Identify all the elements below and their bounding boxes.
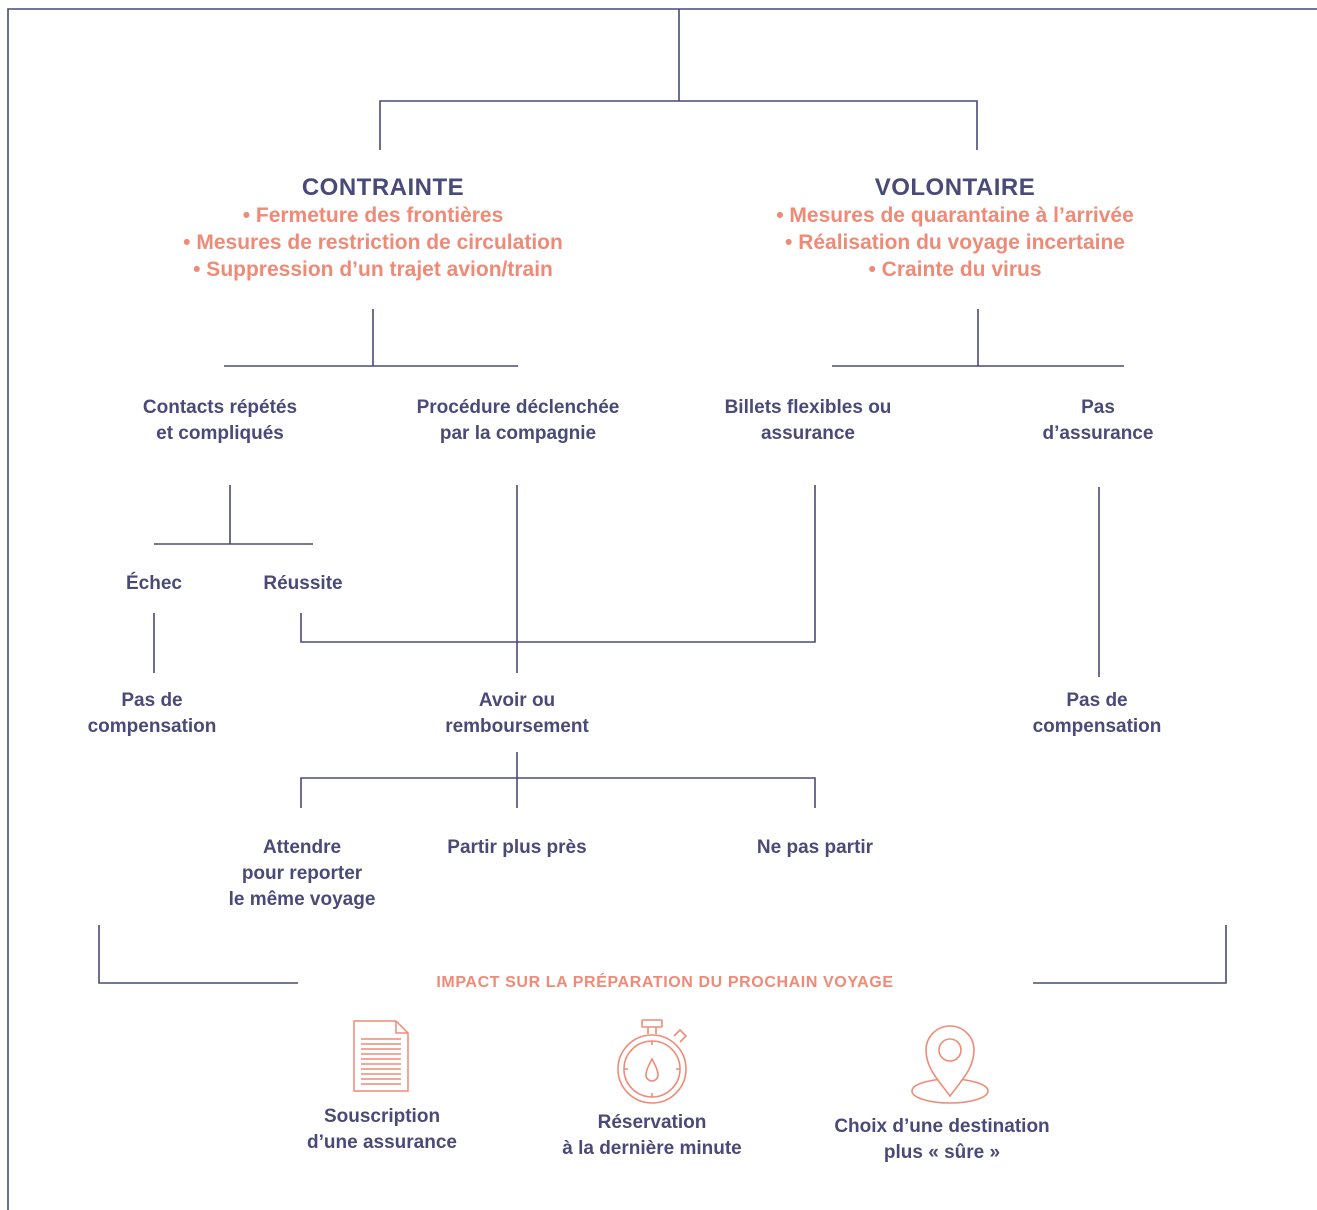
node-contacts-line-2: et compliqués xyxy=(156,423,284,444)
impact-item-assurance-line-1: Souscription xyxy=(323,1106,441,1127)
contrainte-bullet-2: • Mesures de restriction de circulation xyxy=(183,231,563,254)
root-split xyxy=(379,100,978,150)
node-pas-assurance-line-2: d’assurance xyxy=(1042,423,1154,444)
avoir-split xyxy=(300,777,816,808)
impact-item-assurance-line-2: d’une assurance xyxy=(307,1132,457,1153)
node-billets-line-1: Billets flexibles ou xyxy=(724,397,892,418)
map-pin-icon xyxy=(911,1025,989,1104)
volontaire-bullet-1: • Mesures de quarantaine à l’arrivée xyxy=(776,204,1134,227)
node-billets-line-2: assurance xyxy=(760,423,855,444)
node-attendre-line-2: pour reporter xyxy=(241,863,363,884)
document-icon xyxy=(353,1020,409,1092)
impact-item-destination-line-2: plus « sûre » xyxy=(883,1142,1001,1163)
impact-item-reservation-line-2: à la dernière minute xyxy=(562,1138,742,1159)
node-echec: Échec xyxy=(126,573,182,594)
node-attendre-line-1: Attendre xyxy=(262,837,342,858)
node-avoir-line-2: remboursement xyxy=(445,716,589,737)
node-ne-pas-partir: Ne pas partir xyxy=(756,837,874,858)
contrainte-title: CONTRAINTE xyxy=(301,174,465,201)
node-pas-compensation-right-line-1: Pas de xyxy=(1066,690,1128,711)
impact-bracket-left xyxy=(98,925,298,984)
volontaire-title: VOLONTAIRE xyxy=(874,174,1036,201)
impact-item-reservation-line-1: Réservation xyxy=(597,1112,707,1133)
volontaire-bullet-3: • Crainte du virus xyxy=(868,258,1042,281)
node-procedure-line-1: Procédure déclenchée xyxy=(416,397,620,418)
node-pas-compensation-right-line-2: compensation xyxy=(1032,716,1162,737)
node-pas-compensation-left-line-1: Pas de xyxy=(121,690,183,711)
volontaire-bullet-2: • Réalisation du voyage incertaine xyxy=(785,231,1125,254)
node-pas-compensation-left-line-2: compensation xyxy=(87,716,217,737)
stopwatch-icon xyxy=(617,1019,688,1104)
node-pas-assurance-line-1: Pas xyxy=(1081,397,1115,418)
node-reussite: Réussite xyxy=(263,573,343,594)
impact-item-destination-line-1: Choix d’une destination xyxy=(834,1116,1050,1137)
merge-line xyxy=(300,485,816,643)
node-attendre-line-3: le même voyage xyxy=(228,889,376,910)
node-avoir-line-1: Avoir ou xyxy=(478,690,556,711)
contrainte-bullet-3: • Suppression d’un trajet avion/train xyxy=(193,258,553,281)
node-procedure-line-2: par la compagnie xyxy=(439,423,597,444)
impact-bracket-right xyxy=(1033,925,1227,984)
node-partir-pres: Partir plus près xyxy=(447,837,587,858)
impact-title: IMPACT SUR LA PRÉPARATION DU PROCHAIN VO… xyxy=(436,974,894,991)
contrainte-bullet-1: • Fermeture des frontières xyxy=(242,204,504,227)
node-contacts-line-1: Contacts répétés xyxy=(142,397,298,418)
top-frame-line xyxy=(7,8,1317,1210)
